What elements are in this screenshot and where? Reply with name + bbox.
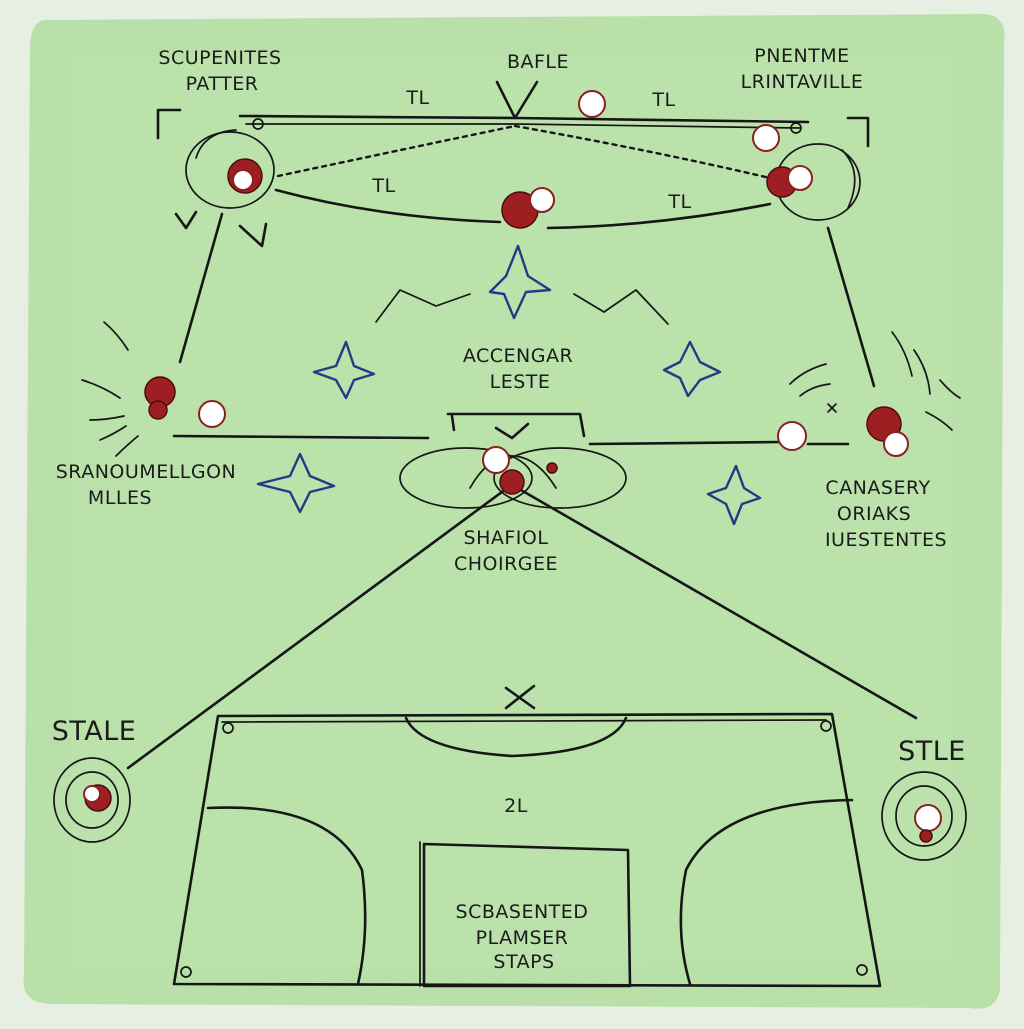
label-tl: TL	[667, 191, 691, 213]
star-icon	[312, 340, 376, 400]
player-marker	[914, 804, 942, 843]
diagram-labels: SCUPENITES PATTER BAFLE PNENTME LRINTAVI…	[52, 45, 966, 973]
label-stle-right: STLE	[898, 736, 966, 767]
label-top-center: BAFLE	[507, 51, 569, 73]
label-center-upper-line1: ACCENGAR	[463, 345, 573, 367]
star-markers	[256, 244, 762, 526]
player-marker	[766, 165, 813, 198]
label-tl: TL	[405, 87, 429, 109]
passing-lines	[172, 124, 876, 446]
player-marker	[501, 187, 555, 229]
label-mid-left-line2: MLLES	[88, 487, 152, 509]
label-tl: TL	[651, 89, 675, 111]
penalty-field	[172, 712, 882, 988]
player-marker	[198, 400, 226, 428]
label-center-upper-line2: LESTE	[490, 371, 551, 393]
center-formation	[399, 447, 627, 509]
player-marker	[144, 376, 176, 420]
label-top-right-line2: LRINTAVILLE	[741, 71, 864, 93]
label-box-line1: SCBASENTED	[456, 901, 589, 923]
star-icon	[256, 452, 336, 514]
label-box-line2: PLAMSER	[476, 927, 569, 949]
label-box-line3: STAPS	[493, 951, 554, 973]
player-marker	[482, 446, 525, 495]
player-marker	[578, 90, 606, 118]
player-marker	[546, 462, 558, 474]
player-marker	[83, 784, 112, 812]
label-mid-left-line1: SRANOUMELLGON	[56, 461, 237, 483]
player-marker	[777, 421, 807, 451]
star-icon	[706, 464, 762, 526]
label-tl: TL	[371, 175, 395, 197]
label-top-left-line1: SCUPENITES	[158, 47, 281, 69]
players	[83, 90, 942, 843]
label-top-right-line1: PNENTME	[754, 45, 849, 67]
label-center-lower-line2: CHOIRGEE	[454, 553, 558, 575]
player-marker	[227, 158, 263, 194]
label-stale-left: STALE	[52, 716, 137, 747]
top-frame	[156, 80, 870, 148]
star-icon	[488, 244, 552, 320]
star-icon	[662, 340, 722, 398]
player-marker	[752, 124, 780, 152]
label-field-number: 2L	[504, 795, 528, 817]
label-mid-right-line3: IUESTENTES	[825, 529, 947, 551]
player-marker	[866, 406, 909, 457]
lower-diagonals	[126, 484, 918, 770]
label-mid-right-line2: ORIAKS	[837, 503, 911, 525]
label-top-left-line2: PATTER	[186, 73, 259, 95]
motion-marks	[81, 321, 961, 457]
label-mid-right-line1: CANASERY	[825, 477, 930, 499]
label-center-lower-line1: SHAFIOL	[464, 527, 549, 549]
